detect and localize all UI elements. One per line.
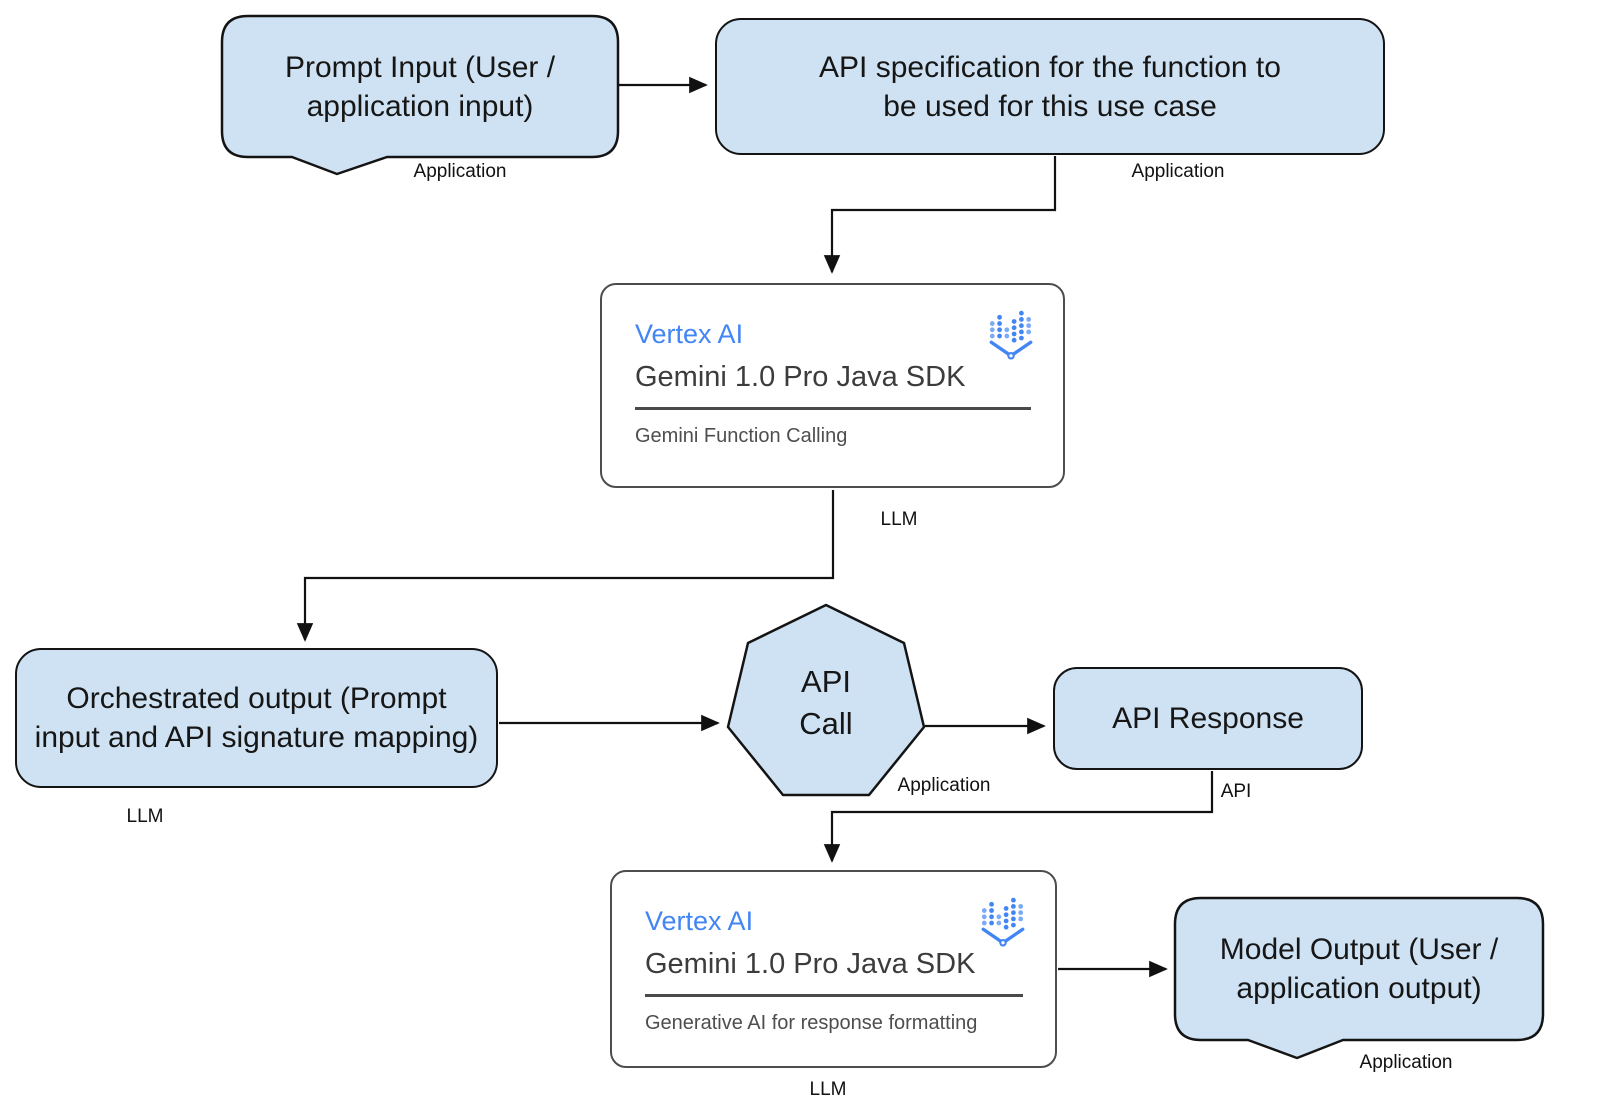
orchestrated-output-tag: LLM (126, 806, 164, 827)
llm-response-formatting-tag: LLM (809, 1079, 847, 1100)
api-spec-text: be used for this use case (883, 89, 1217, 123)
vertex-ai-title: Vertex AI (635, 319, 744, 349)
prompt-input-text: application input) (306, 89, 534, 123)
connector-llm1-to-orchestrated (296, 490, 835, 642)
llm-function-calling-card: Vertex AI Gemini 1.0 Pro Java SDK Gemini… (600, 283, 1065, 488)
model-output-tag: Application (1359, 1052, 1453, 1073)
prompt-input-text: Prompt Input (User / (284, 50, 556, 84)
api-response-text: API Response (1112, 702, 1304, 735)
api-call-text: API (801, 663, 851, 699)
card-caption: Generative AI for response formatting (645, 1012, 978, 1034)
model-output-text: application output) (1236, 972, 1482, 1005)
card-divider (645, 994, 1023, 997)
prompt-input-callout-shape (220, 14, 620, 176)
api-call-heptagon-shape (726, 603, 926, 797)
connector-apispec-to-llm1 (823, 156, 1057, 274)
model-output-callout-shape (1173, 896, 1545, 1060)
card-divider (635, 407, 1031, 410)
api-call-tag: Application (897, 775, 991, 796)
prompt-input-tag: Application (413, 161, 507, 182)
vertex-ai-title: Vertex AI (645, 906, 754, 936)
api-spec-text: API specification for the function to (819, 50, 1281, 84)
orchestrated-output-text: Orchestrated output (Prompt (66, 682, 447, 715)
gemini-sdk-subtitle: Gemini 1.0 Pro Java SDK (635, 361, 966, 393)
api-call-node: API Call (726, 635, 926, 770)
connector-apiresponse-to-llm2 (823, 771, 1214, 863)
orchestrated-output-node: Orchestrated output (Prompt input and AP… (15, 648, 498, 788)
vertex-ai-icon (989, 310, 1033, 360)
api-response-node: API Response (1053, 667, 1363, 770)
api-spec-tag: Application (1131, 161, 1225, 182)
api-response-tag: API (1220, 781, 1252, 802)
model-output-text: Model Output (User / (1219, 933, 1499, 966)
connector-lines (296, 76, 1214, 978)
api-call-text: Call (799, 705, 853, 741)
model-output-node: Model Output (User / application output) (1175, 898, 1543, 1040)
llm-response-formatting-card: Vertex AI Gemini 1.0 Pro Java SDK Genera… (610, 870, 1057, 1068)
orchestrated-output-text: input and API signature mapping) (34, 721, 479, 754)
prompt-input-node: Prompt Input (User / application input) (222, 16, 618, 157)
api-spec-node: API specification for the function to be… (715, 18, 1385, 155)
vertex-ai-icon (981, 897, 1025, 947)
card-caption: Gemini Function Calling (635, 425, 848, 447)
llm-function-calling-tag: LLM (880, 509, 918, 530)
gemini-sdk-subtitle: Gemini 1.0 Pro Java SDK (645, 948, 976, 980)
